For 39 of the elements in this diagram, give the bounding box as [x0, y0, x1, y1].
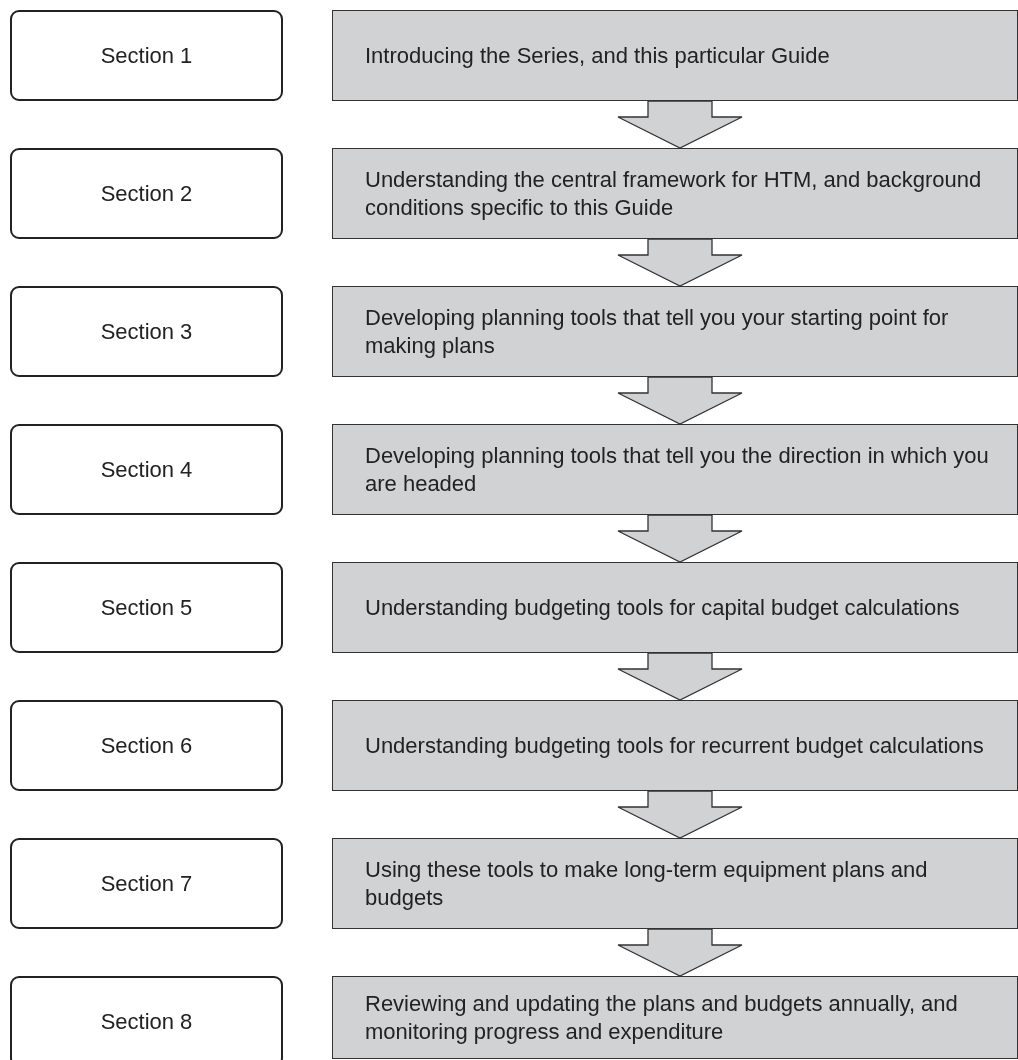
process-box: [332, 700, 1018, 791]
box-text: Section 3: [100, 317, 193, 346]
process-box: [332, 424, 1018, 515]
process-box: [332, 148, 1018, 239]
box-text: Understanding the central framework for HTM, and background conditions specific to this Guide: [365, 166, 983, 221]
section-box: [10, 286, 283, 377]
section-box: [10, 976, 283, 1060]
box-text: Developing planning tools that tell you your starting point for making plans: [365, 304, 950, 359]
box-text: Section 7: [100, 869, 193, 898]
process-box: [332, 286, 1018, 377]
block-arrow: [617, 790, 743, 839]
box-text: Understanding budgeting tools for recurrent budget calculations: [365, 731, 984, 760]
section-box: [10, 10, 283, 101]
section-box: [10, 838, 283, 929]
block-arrow: [617, 238, 743, 287]
block-arrow: [617, 514, 743, 563]
box-text: Understanding budgeting tools for capital budget calculations: [365, 593, 960, 622]
box-text: Introducing the Series, and this particular Guide: [365, 41, 830, 70]
section-box: [10, 562, 283, 653]
box-text: Using these tools to make long-term equipment plans and budgets: [365, 856, 929, 911]
process-box: [332, 976, 1018, 1059]
section-box: [10, 424, 283, 515]
section-box: [10, 700, 283, 791]
block-arrow: [617, 376, 743, 425]
box-text: Section 8: [100, 1007, 193, 1036]
box-text: Section 6: [100, 731, 193, 760]
box-text: Section 4: [100, 455, 193, 484]
section-box: [10, 148, 283, 239]
box-text: Developing planning tools that tell you the direction in which you are headed: [365, 442, 990, 497]
process-box: [332, 562, 1018, 653]
box-text: Section 2: [100, 179, 193, 208]
box-text: Section 5: [100, 593, 193, 622]
box-text: Reviewing and updating the plans and budgets annually, and monitoring progress and expenditure: [365, 990, 959, 1045]
block-arrow: [617, 928, 743, 977]
process-box: [332, 838, 1018, 929]
box-text: Section 1: [100, 41, 193, 70]
block-arrow: [617, 652, 743, 701]
process-box: [332, 10, 1018, 101]
block-arrow: [617, 100, 743, 149]
